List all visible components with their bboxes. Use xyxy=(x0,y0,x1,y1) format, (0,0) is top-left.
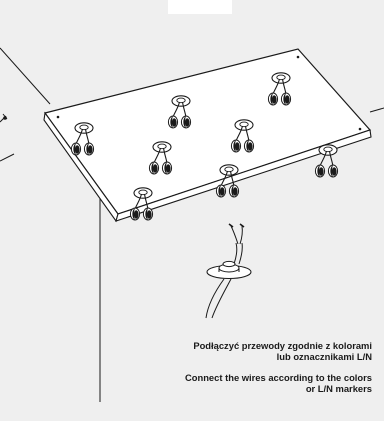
light-connector-6 xyxy=(314,144,339,178)
power-cable-icon xyxy=(205,223,252,319)
wall-corner-line xyxy=(0,47,51,105)
english-caption-line-1: Connect the wires according to the color… xyxy=(184,372,372,383)
english-caption: Connect the wires according to the color… xyxy=(132,372,372,394)
left-cable-end xyxy=(3,116,7,120)
wall-left-line xyxy=(0,153,15,162)
top-cutout xyxy=(168,0,232,14)
instruction-captions: Podłączyć przewody zgodnie z kolorami lu… xyxy=(132,340,372,404)
english-caption-line-2: or L/N markers xyxy=(305,383,372,394)
ceiling-panel xyxy=(43,48,372,223)
polish-caption: Podłączyć przewody zgodnie z kolorami lu… xyxy=(132,340,372,362)
polish-caption-line-1: Podłączyć przewody zgodnie z kolorami xyxy=(193,340,372,351)
wall-right-line xyxy=(369,107,384,113)
polish-caption-line-2: lub oznacznikami L/N xyxy=(276,351,372,362)
